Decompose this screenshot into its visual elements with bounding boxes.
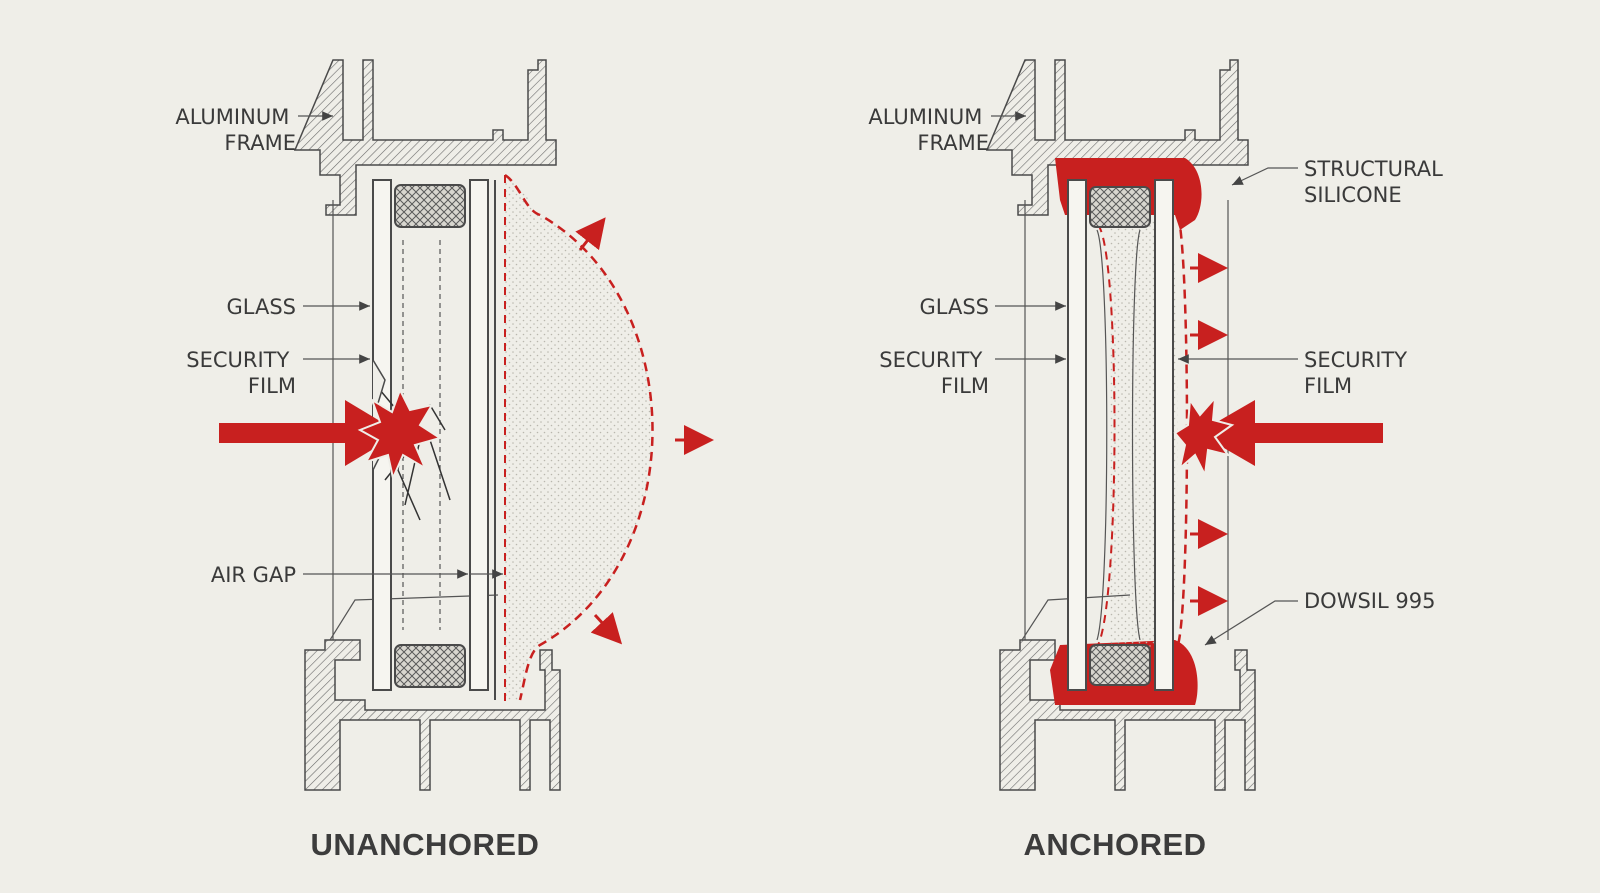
impact-arrow (1173, 395, 1383, 479)
outward-arrow (590, 612, 623, 645)
label-glass: GLASS (227, 295, 296, 319)
label-air-gap: AIR GAP (211, 563, 296, 587)
bulging-film-outline (504, 173, 654, 701)
anchored-diagram: ALUMINUM FRAME GLASS SECURITY FILM STRUC… (868, 59, 1449, 862)
impact-arrow (219, 387, 443, 482)
unanchored-diagram: ALUMINUM FRAME GLASS SECURITY FILM AIR G… (175, 59, 714, 862)
label-aluminum-frame: ALUMINUM FRAME (175, 105, 296, 155)
label-structural-silicone: STRUCTURAL SILICONE (1304, 157, 1449, 207)
label-glass: GLASS (920, 295, 989, 319)
label-security-film: SECURITY FILM (186, 348, 296, 398)
label-security-film-right: SECURITY FILM (1304, 348, 1414, 398)
caption-unanchored: UNANCHORED (311, 827, 540, 862)
label-dowsil-995: DOWSIL 995 (1304, 589, 1435, 613)
aluminum-frame-top (293, 59, 557, 640)
impact-burst (357, 387, 443, 482)
glass-unit (1067, 179, 1174, 691)
label-security-film: SECURITY FILM (879, 348, 989, 398)
impact-burst (1173, 395, 1235, 479)
aluminum-frame-bottom (304, 594, 561, 791)
label-aluminum-frame: ALUMINUM FRAME (868, 105, 989, 155)
caption-anchored: ANCHORED (1023, 827, 1206, 862)
outward-arrow (575, 217, 606, 251)
